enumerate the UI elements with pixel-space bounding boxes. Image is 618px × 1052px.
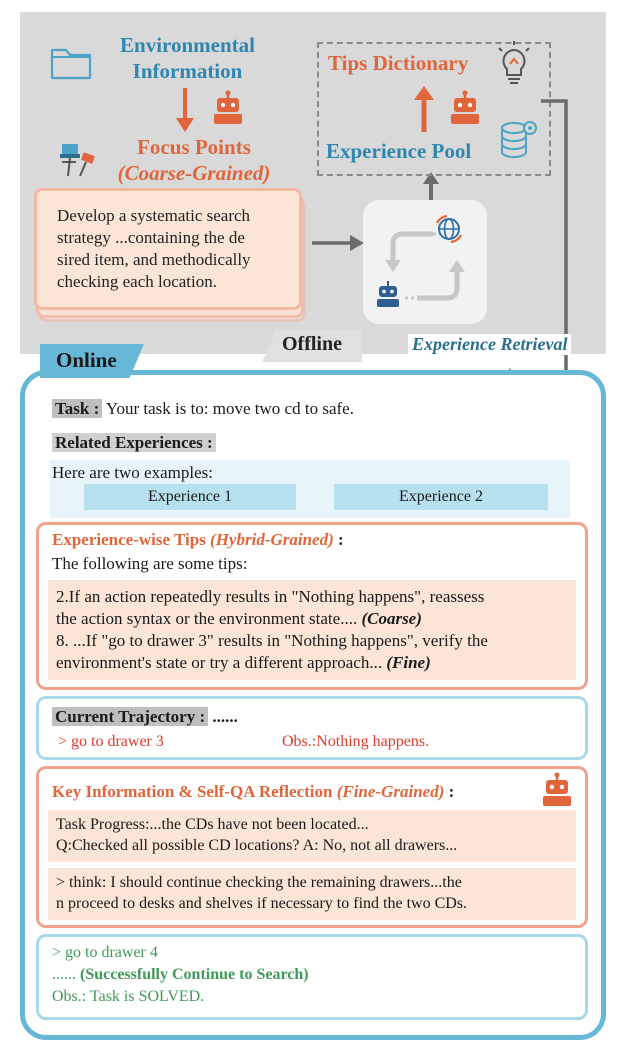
obs-nothing-happens: Obs.:Nothing happens. bbox=[282, 733, 430, 750]
online-label: Online bbox=[56, 348, 117, 372]
environmental-information-label: Environmental Information bbox=[120, 33, 255, 83]
experience-1-card: Experience 1 bbox=[84, 484, 296, 510]
action-drawer-3: > go to drawer 3 bbox=[58, 733, 164, 750]
obs-task-solved: Obs.: Task is SOLVED. bbox=[52, 988, 205, 1005]
robot-icon bbox=[214, 90, 242, 124]
task-line: Task : Your task is to: move two cd to s… bbox=[52, 398, 422, 420]
tip-2-line-2: the action syntax or the environment sta… bbox=[56, 609, 422, 628]
trajectory-label: Current Trajectory : ...... bbox=[52, 706, 238, 728]
focus-points-label: Focus Points (Coarse-Grained) bbox=[117, 135, 271, 185]
related-experiences-label: Related Experiences : bbox=[52, 432, 216, 454]
trajectory-panel bbox=[36, 696, 588, 760]
result-panel bbox=[36, 934, 588, 1020]
globe-icon bbox=[436, 214, 462, 244]
examples-text: Here are two examples: bbox=[52, 463, 213, 482]
tip-8-line-1: 8. ...If "go to drawer 3" results in "No… bbox=[56, 631, 488, 650]
robot-icon bbox=[377, 281, 399, 307]
experience-retrieval-label: Experience Retrieval bbox=[408, 334, 572, 355]
strategy-card: Develop a systematic search strategy ...… bbox=[34, 188, 302, 310]
think-box: > think: I should continue checking the … bbox=[48, 868, 576, 920]
robot-icon bbox=[543, 772, 571, 806]
tip-2-line-1: 2.If an action repeatedly results in "No… bbox=[56, 587, 485, 606]
online-tab bbox=[40, 344, 144, 378]
right-arrow bbox=[312, 235, 364, 251]
lightbulb-icon bbox=[498, 41, 530, 84]
offline-tab bbox=[262, 330, 362, 362]
tips-list: 2.If an action repeatedly results in "No… bbox=[48, 580, 576, 680]
task-text: Your task is to: move two cd to safe. bbox=[102, 399, 354, 418]
key-information-title: Key Information & Self-QA Reflection (Fi… bbox=[52, 782, 455, 801]
experience-2-card: Experience 2 bbox=[334, 484, 548, 510]
tips-dictionary-label: Tips Dictionary bbox=[328, 51, 469, 75]
tips-intro: The following are some tips: bbox=[52, 554, 248, 573]
tip-8-line-2: environment's state or try a different a… bbox=[56, 653, 431, 672]
success-line: ...... (Successfully Continue to Search) bbox=[52, 966, 309, 983]
progress-line: Task Progress:...the CDs have not been l… bbox=[56, 816, 369, 833]
tips-title: Experience-wise Tips (Hybrid-Grained) : bbox=[52, 530, 344, 549]
task-label: Task : bbox=[52, 399, 103, 418]
task-progress-box: Task Progress:...the CDs have not been l… bbox=[48, 810, 576, 862]
robot-icon bbox=[451, 90, 479, 124]
strategy-text: Develop a systematic search strategy ...… bbox=[57, 206, 251, 291]
agent-cycle-diagram bbox=[385, 231, 465, 301]
qa-line: Q:Checked all possible CD locations? A: … bbox=[56, 837, 458, 854]
down-arrow bbox=[176, 88, 194, 132]
experience-pool-label: Experience Pool bbox=[326, 139, 472, 163]
up-arrow bbox=[414, 86, 434, 132]
up-arrow bbox=[423, 172, 439, 200]
database-gear-icon bbox=[501, 121, 537, 158]
pushpin-icon bbox=[60, 144, 95, 177]
action-drawer-4: > go to drawer 4 bbox=[52, 944, 158, 961]
offline-label: Offline bbox=[282, 333, 342, 355]
folder-icon bbox=[50, 48, 92, 80]
